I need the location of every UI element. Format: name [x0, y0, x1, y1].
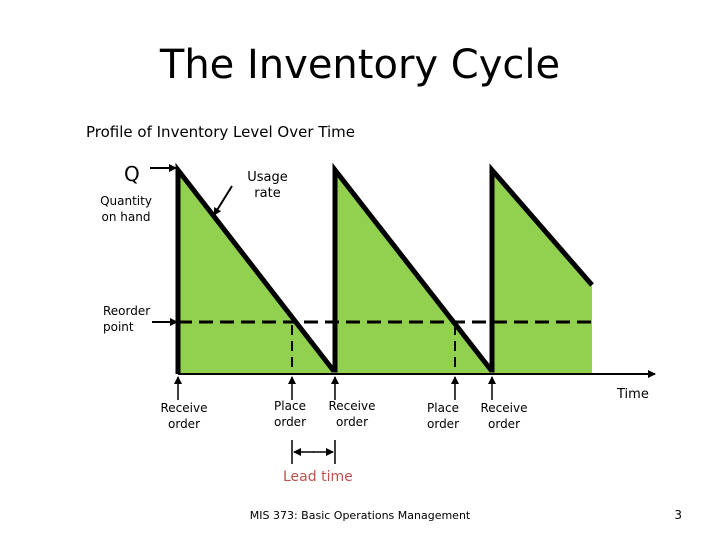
place-order-label-1: Place order [268, 398, 312, 430]
q-label: Q [124, 162, 140, 186]
usage-rate-arrow [213, 185, 233, 216]
footer-text: MIS 373: Basic Operations Management [249, 509, 471, 522]
receive-order-label-2: Receive order [326, 398, 378, 430]
receive-order-label-3: Receive order [478, 400, 530, 432]
page-number: 3 [674, 508, 682, 522]
receive-order-2-line-2: order [336, 415, 368, 429]
quantity-on-hand-line-1: Quantity [100, 194, 152, 208]
reorder-point-line-2: point [103, 320, 134, 334]
diagram-subtitle: Profile of Inventory Level Over Time [86, 123, 355, 141]
quantity-on-hand-label: Quantity on hand [95, 193, 157, 225]
time-axis-label: Time [617, 387, 649, 402]
inventory-sawtooth-line [175, 162, 594, 374]
receive-order-1-line-2: order [168, 417, 200, 431]
reorder-point-line-1: Reorder [103, 304, 151, 318]
place-order-2-line-1: Place [427, 401, 459, 415]
place-order-1-line-2: order [274, 415, 306, 429]
receive-order-3-line-1: Receive [480, 401, 528, 415]
receive-order-1-line-1: Receive [160, 401, 208, 415]
place-order-1-line-1: Place [274, 399, 306, 413]
reorder-point-label: Reorder point [103, 303, 150, 335]
lead-time-label: Lead time [283, 469, 353, 485]
usage-rate-label: Usage rate [240, 170, 295, 202]
usage-rate-line-1: Usage [247, 170, 288, 185]
receive-order-label-1: Receive order [158, 400, 210, 432]
receive-order-2-line-1: Receive [328, 399, 376, 413]
inventory-area-3 [492, 170, 592, 374]
receive-order-3-line-2: order [488, 417, 520, 431]
page-title: The Inventory Cycle [159, 42, 561, 88]
usage-rate-line-2: rate [254, 186, 281, 201]
place-order-2-line-2: order [427, 417, 459, 431]
place-order-label-2: Place order [421, 400, 465, 432]
quantity-on-hand-line-2: on hand [101, 210, 151, 224]
